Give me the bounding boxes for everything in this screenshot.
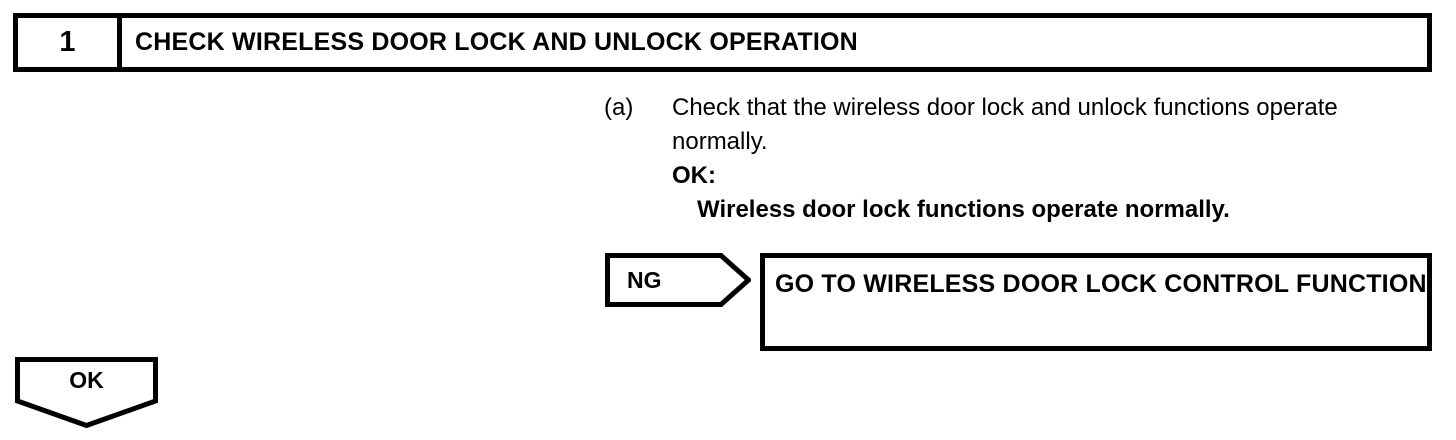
step-title: CHECK WIRELESS DOOR LOCK AND UNLOCK OPER…	[135, 28, 858, 56]
pentagon-right-icon	[605, 253, 751, 307]
ng-target-text: GO TO WIRELESS DOOR LOCK CONTROL FUNCTIO…	[775, 270, 1427, 298]
ok-condition-result: Wireless door lock functions operate nor…	[697, 196, 1230, 223]
procedure-item-marker: (a)	[604, 94, 634, 121]
ok-tag-label: OK	[69, 366, 104, 393]
procedure-item: (a) Check that the wireless door lock an…	[604, 91, 1424, 159]
step-header: 1 CHECK WIRELESS DOOR LOCK AND UNLOCK OP…	[13, 13, 1432, 72]
ok-tag: OK	[15, 357, 158, 428]
procedure-block: (a) Check that the wireless door lock an…	[604, 91, 1424, 227]
ng-branch: NG	[605, 253, 751, 307]
ng-tag: NG	[605, 253, 751, 307]
step-number-cell: 1	[18, 18, 122, 67]
step-title-cell: CHECK WIRELESS DOOR LOCK AND UNLOCK OPER…	[122, 18, 1427, 67]
pentagon-down-icon	[15, 357, 158, 428]
ng-target-box[interactable]: GO TO WIRELESS DOOR LOCK CONTROL FUNCTIO…	[760, 253, 1432, 351]
procedure-item-text: Check that the wireless door lock and un…	[672, 94, 1338, 155]
ok-branch: OK	[15, 357, 158, 428]
ng-tag-label: NG	[627, 266, 662, 293]
ok-condition-label: OK:	[672, 162, 716, 189]
step-number: 1	[59, 26, 76, 58]
